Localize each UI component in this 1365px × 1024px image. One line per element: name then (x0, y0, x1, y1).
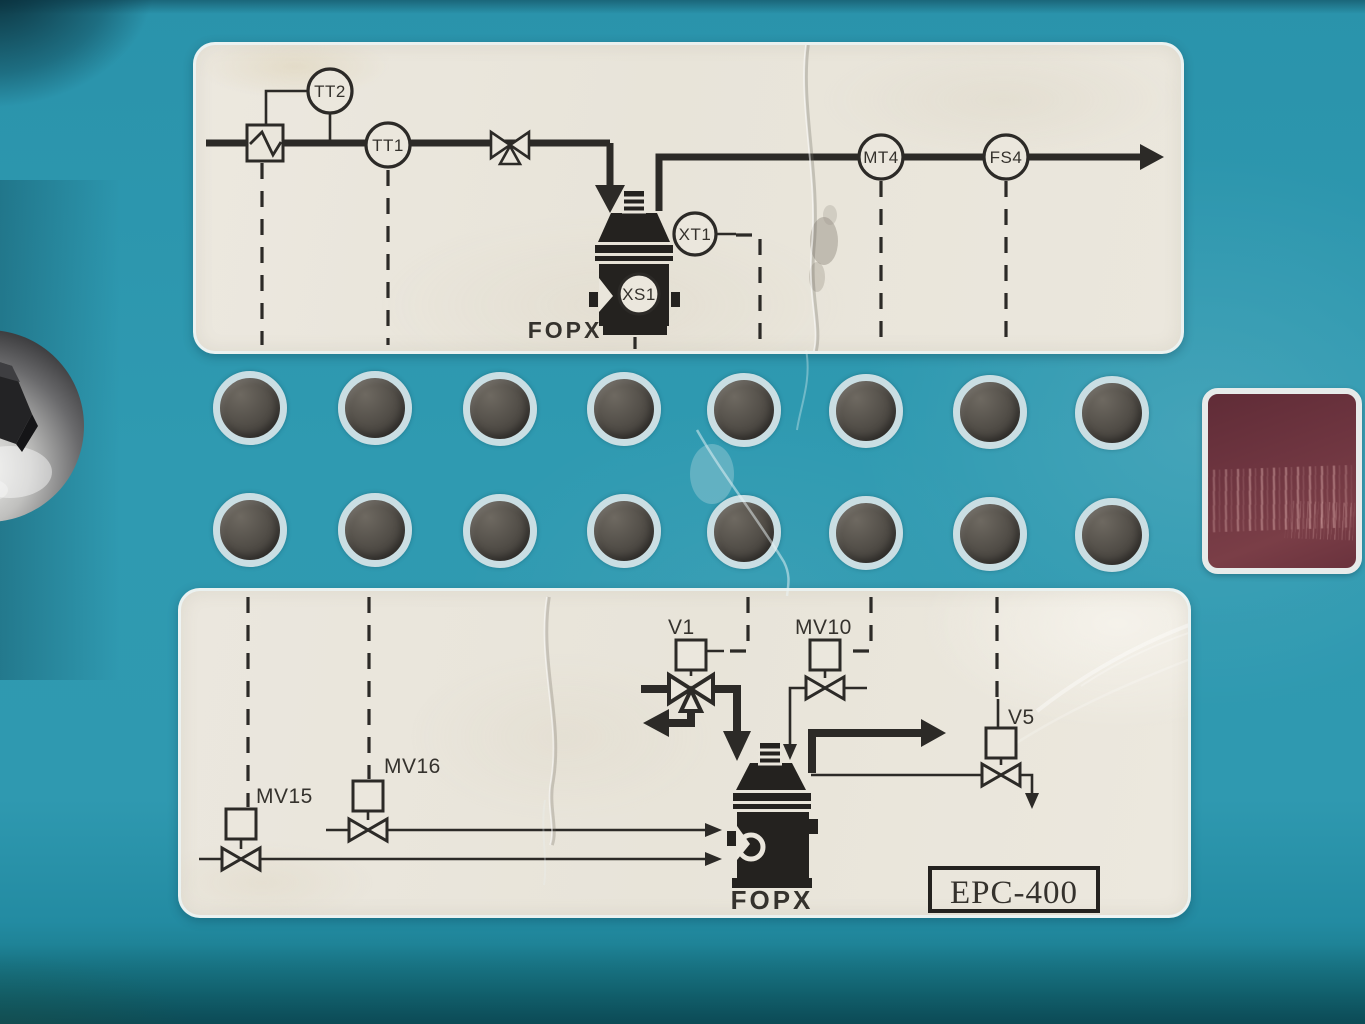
stems (239, 649, 1003, 849)
separator-port (736, 832, 766, 862)
bottom-edge-shadow (0, 944, 1365, 1024)
v5-label: V5 (1008, 706, 1035, 729)
knob-shine-2 (0, 480, 8, 500)
thick-arrows (643, 709, 946, 761)
indicator-hole (463, 494, 537, 568)
top-process-diagram: TT2 TT1 XT1 XS1 MT4 FS4 FOPX (206, 45, 1164, 351)
mv15-label: MV15 (256, 785, 313, 808)
xt1-circle (672, 211, 718, 257)
separator-details (622, 196, 646, 214)
mt4-label: MT4 (863, 148, 899, 167)
film-wrinkle (1000, 623, 1188, 755)
grime-smudge (809, 205, 838, 292)
indicator-hole (1075, 498, 1149, 572)
film-crack (543, 596, 558, 846)
indicator-hole (707, 373, 781, 447)
tt1-circle (364, 121, 412, 169)
indicator-hole (587, 494, 661, 568)
tt2-label: TT2 (314, 82, 346, 101)
mv10-actuator (808, 638, 842, 672)
mv16-actuator (351, 779, 385, 813)
indicator-hole (829, 496, 903, 570)
mt4-circle (857, 133, 905, 181)
fs4-label: FS4 (990, 148, 1023, 167)
signal-lines (260, 163, 1008, 349)
xt1-label: XT1 (679, 225, 712, 244)
separator-notch (599, 278, 613, 312)
heater-symbol (245, 123, 285, 163)
knob-handle-edge (16, 414, 38, 452)
fs4-circle (982, 133, 1030, 181)
thin-arrows (705, 744, 1039, 866)
top-edge-shadow (0, 0, 1365, 14)
separator-details (758, 748, 782, 766)
separator-name-label: FOPX (731, 885, 814, 915)
thick-pipes (641, 685, 921, 773)
mv16-label: MV16 (384, 755, 441, 778)
instrument-circles (306, 67, 1030, 316)
valve-actuators (224, 638, 1018, 841)
film-crack (803, 45, 820, 351)
bottom-left-shadow (0, 904, 300, 1024)
knob-handle-face (0, 362, 20, 382)
model-box (928, 866, 1100, 913)
latch-knob (0, 322, 98, 528)
instrument-connectors (264, 89, 736, 236)
knob-shine (0, 446, 52, 498)
indicator-hole (953, 375, 1027, 449)
separator-name-label: FOPX (528, 317, 603, 343)
knob-base (0, 330, 84, 522)
sticker-scratches-lower (1284, 500, 1356, 542)
indicator-hole (1075, 376, 1149, 450)
tt1-label: TT1 (372, 136, 404, 155)
model-label: EPC-400 (950, 875, 1078, 911)
thin-lines (199, 686, 1034, 861)
indicator-hole (213, 371, 287, 445)
v1-actuator (674, 638, 708, 672)
mv15-actuator (224, 807, 258, 841)
v1-valve-symbol (667, 671, 715, 713)
indicator-hole (338, 493, 412, 567)
indicator-hole (338, 371, 412, 445)
signal-lines (246, 597, 999, 807)
xs1-circle (617, 272, 661, 316)
maroon-sticker (1202, 388, 1362, 574)
xs1-label: XS1 (622, 285, 656, 304)
tt2-circle (306, 67, 354, 115)
indicator-hole (213, 493, 287, 567)
bottom-diagram-plate: MV15 MV16 V1 MV10 V5 FOPX EPC-400 (178, 588, 1191, 918)
feed-arrow-down (595, 185, 625, 213)
indicator-hole (829, 374, 903, 448)
bottom-process-diagram: MV15 MV16 V1 MV10 V5 FOPX EPC-400 (199, 596, 1188, 915)
indicator-hole (953, 497, 1027, 571)
indicator-hole (463, 372, 537, 446)
indicator-hole (707, 495, 781, 569)
valve-symbols (220, 674, 1022, 873)
v5-actuator (984, 726, 1018, 760)
top-diagram-plate: TT2 TT1 XT1 XS1 MT4 FS4 FOPX (193, 42, 1184, 354)
knob-handle (0, 362, 32, 444)
feed-valve-symbol (489, 129, 531, 166)
v1-label: V1 (668, 616, 695, 639)
outlet-arrow-right (1140, 144, 1164, 170)
indicator-hole (587, 372, 661, 446)
mv10-label: MV10 (795, 616, 852, 639)
